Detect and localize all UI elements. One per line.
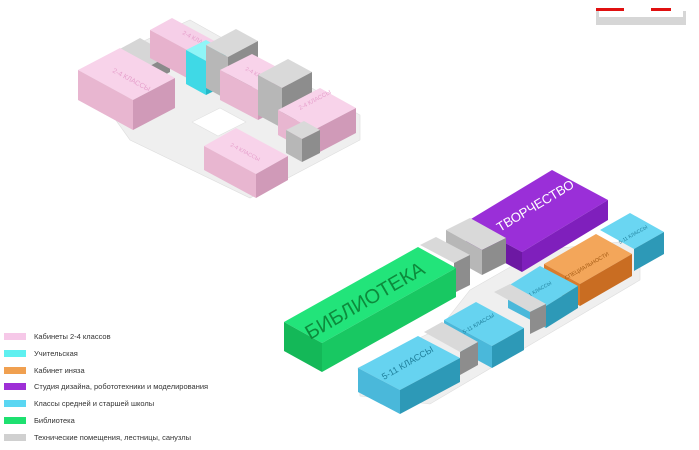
legend-swatch xyxy=(4,417,26,424)
legend-label: Кабинет иняза xyxy=(34,366,85,375)
legend-swatch xyxy=(4,333,26,340)
lower-floor-plan: ТВОРЧЕСТВО БИБЛИОТЕКА СПЕЦИАЛЬНОСТИ xyxy=(284,170,664,414)
upper-pink-block-bottom: 2-4 КЛАССЫ xyxy=(204,128,288,198)
legend-item-technical: Технические помещения, лестницы, санузлы xyxy=(4,431,294,445)
legend-item-teachers: Учительская xyxy=(4,347,294,361)
scale-bar xyxy=(596,8,686,25)
legend-label: Классы средней и старшей школы xyxy=(34,399,155,408)
legend-swatch xyxy=(4,367,26,374)
legend-item-design-studio: Студия дизайна, робототехники и моделиро… xyxy=(4,380,294,394)
lower-tech-block-4 xyxy=(424,322,478,375)
legend-item-library: Библиотека xyxy=(4,414,294,428)
legend-item-primary-classes: Кабинеты 2-4 классов xyxy=(4,330,294,344)
upper-floor-plan: 2-4 КЛАССЫ 2-4 КЛАССЫ 2-4 КЛАССЫ xyxy=(78,18,361,199)
upper-tech-block-4 xyxy=(286,121,320,162)
legend-swatch xyxy=(4,383,26,390)
legend-label: Технические помещения, лестницы, санузлы xyxy=(34,433,192,442)
legend-item-secondary-classes: Классы средней и старшей школы xyxy=(4,397,294,411)
legend-label: Кабинеты 2-4 классов xyxy=(34,332,111,341)
legend-swatch xyxy=(4,434,26,441)
legend-item-languages: Кабинет иняза xyxy=(4,364,294,378)
lower-tech-block-3 xyxy=(494,284,546,334)
legend-swatch xyxy=(4,350,26,357)
legend-swatch xyxy=(4,400,26,407)
lower-tech-block-2 xyxy=(420,237,470,293)
legend-label: Библиотека xyxy=(34,416,75,425)
classes-block-far: 5-11 КЛАССЫ xyxy=(600,213,664,271)
legend-label: Учительская xyxy=(34,349,78,358)
upper-pink-block-front: 2-4 КЛАССЫ xyxy=(78,48,175,130)
legend-label: Студия дизайна, робототехники и моделиро… xyxy=(34,382,209,391)
